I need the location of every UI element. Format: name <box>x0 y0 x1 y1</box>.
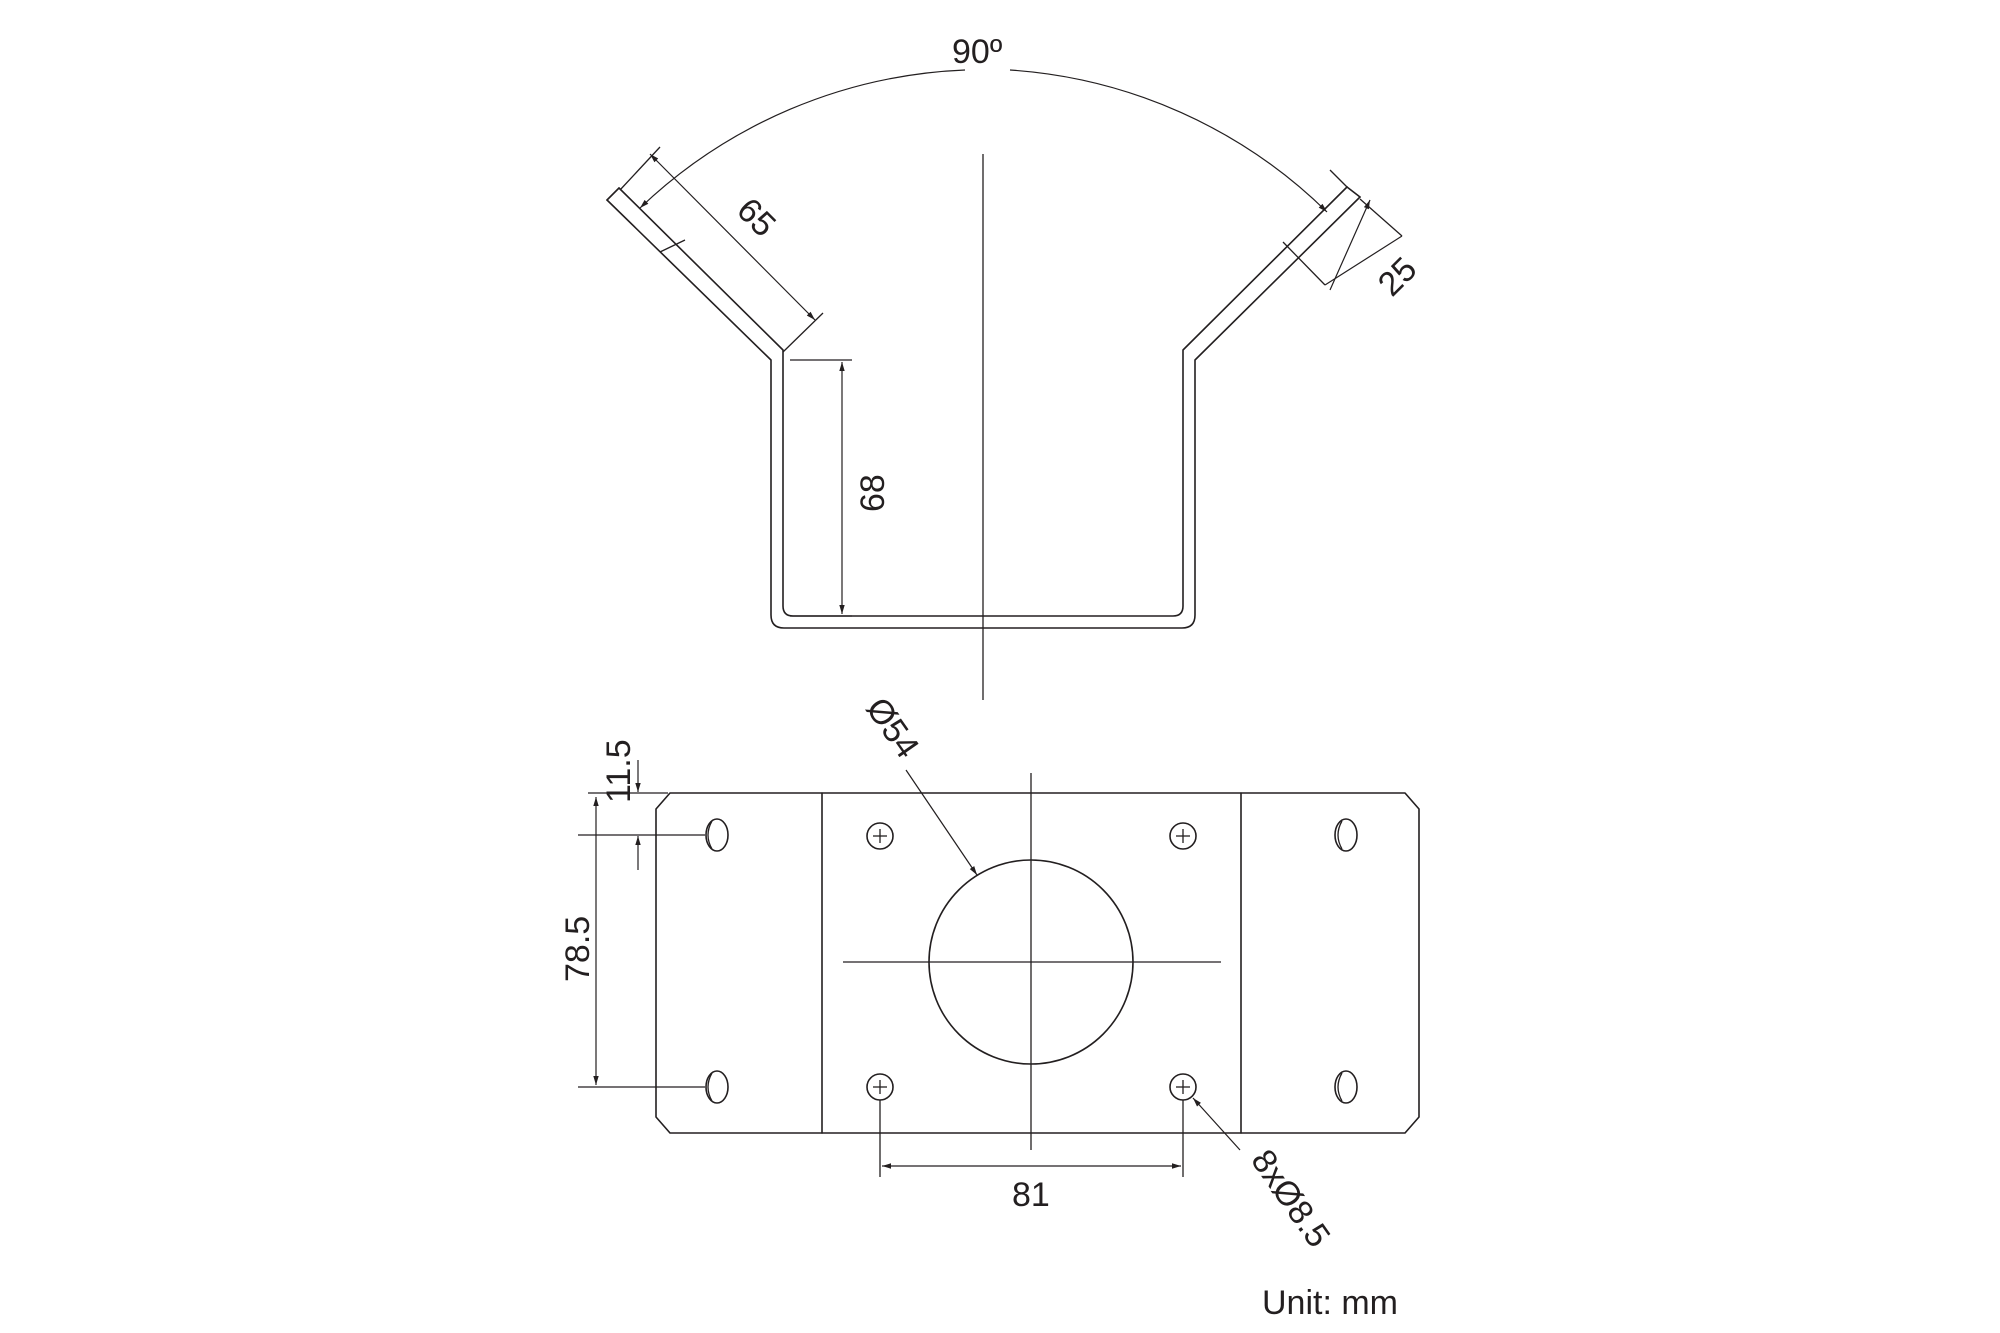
offset-label: 11.5 <box>600 739 638 803</box>
arm-length-ext-2 <box>782 312 824 353</box>
holes-leader <box>1192 1097 1241 1151</box>
side-view: 90º 65 25 68 <box>606 33 1425 700</box>
unit-label: Unit: mm <box>1262 1284 1398 1322</box>
arm-width-label: 25 <box>1371 250 1425 304</box>
spacing-h-label: 81 <box>1012 1176 1050 1214</box>
arm-length-tick <box>659 239 686 253</box>
round-hole <box>1169 1073 1197 1101</box>
arm-length-dim-line <box>649 153 816 321</box>
plate-outline <box>655 792 1420 1134</box>
angle-arc-right <box>1009 69 1328 213</box>
arm-length-label: 65 <box>729 191 783 245</box>
arm-width-ext-2 <box>1329 169 1348 188</box>
arm-length-ext-1 <box>619 146 661 191</box>
slot-hole <box>705 1070 729 1104</box>
round-hole <box>866 1073 894 1101</box>
holes-label: 8xØ8.5 <box>1243 1143 1337 1255</box>
angle-label: 90º <box>952 33 1002 71</box>
arm-width-dim-line-2 <box>1324 235 1403 286</box>
left-arm-tip <box>606 187 620 201</box>
arm-width-ext-3 <box>1282 241 1326 286</box>
slot-hole <box>1334 1070 1358 1104</box>
center-hole-leader <box>905 769 978 876</box>
plate-view: 11.5 78.5 Ø54 81 8xØ8.5 <box>559 691 1420 1255</box>
arm-width-ext-1 <box>1359 198 1403 237</box>
slot-hole <box>1334 818 1358 852</box>
round-hole <box>866 822 894 850</box>
center-hole-label: Ø54 <box>858 691 926 765</box>
arm-width-dim-line <box>1329 199 1371 291</box>
right-arm-tip <box>1346 186 1361 198</box>
depth-label: 68 <box>854 474 892 512</box>
spacing-v-label: 78.5 <box>559 916 597 982</box>
round-hole <box>1169 822 1197 850</box>
angle-arc <box>639 69 966 209</box>
slot-hole <box>705 818 729 852</box>
